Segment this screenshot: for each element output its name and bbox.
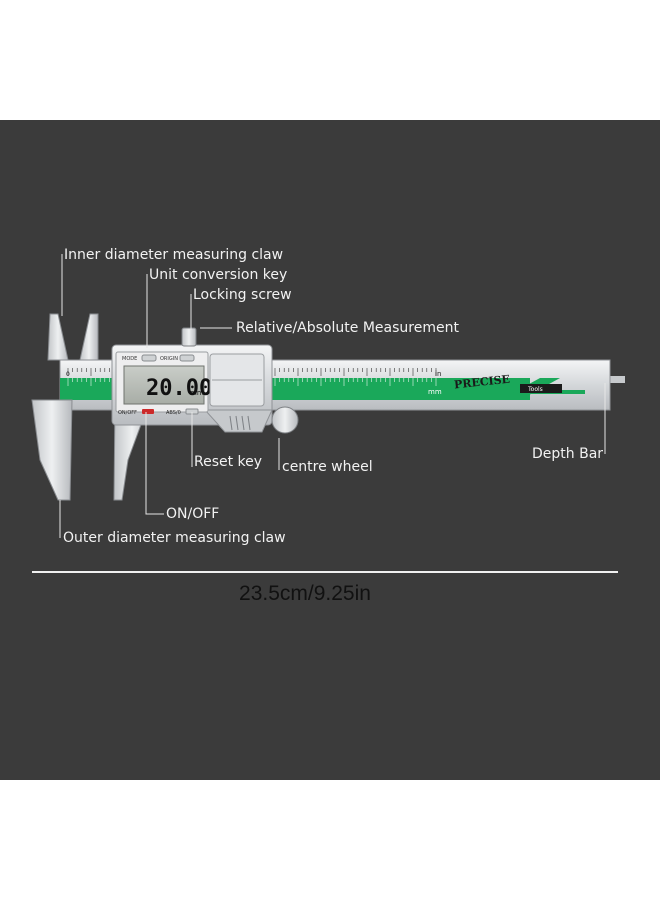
origin-button[interactable] xyxy=(179,354,195,362)
abs-label: ABS/0 xyxy=(166,410,181,416)
lcd-screen xyxy=(123,365,205,405)
brand-tag: Tools xyxy=(527,386,543,393)
thumb-ridges xyxy=(229,415,251,431)
slider-lower xyxy=(203,409,273,433)
label-rel-abs: Relative/Absolute Measurement xyxy=(236,320,459,336)
mode-label: MODE xyxy=(122,356,137,362)
tools-tag xyxy=(520,384,562,393)
onoff-button[interactable] xyxy=(142,409,154,414)
unit-in: in xyxy=(435,370,441,378)
label-locking-screw: Locking screw xyxy=(193,287,292,303)
label-depth-bar: Depth Bar xyxy=(532,446,604,462)
unit-mm: mm xyxy=(428,388,442,396)
label-unit-key: Unit conversion key xyxy=(149,267,288,283)
label-inner-claw: Inner diameter measuring claw xyxy=(64,247,284,263)
diagram-panel: 20.00 mm MODE ORIGIN ON/OFF ABS/0 0 in m… xyxy=(0,120,660,780)
label-on-off: ON/OFF xyxy=(166,506,220,522)
lcd-value: 20.00 xyxy=(146,376,212,401)
lcd-unit: mm xyxy=(190,389,204,397)
label-outer-claw: Outer diameter measuring claw xyxy=(63,530,286,546)
mode-button[interactable] xyxy=(141,354,157,362)
leader-lines xyxy=(59,254,606,538)
scale-zero: 0 xyxy=(66,371,70,378)
dimension-text: 23.5cm/9.25in xyxy=(239,582,371,605)
origin-label: ORIGIN xyxy=(160,356,178,362)
caliper-diagram: 20.00 mm MODE ORIGIN ON/OFF ABS/0 0 in m… xyxy=(31,254,625,573)
inner-claw-fixed xyxy=(47,313,69,361)
brand-name: PRECISE xyxy=(454,373,511,392)
label-reset-key: Reset key xyxy=(194,454,263,470)
locking-screw[interactable] xyxy=(181,327,197,347)
centre-wheel[interactable] xyxy=(271,406,299,434)
outer-claw-fixed xyxy=(31,399,73,501)
inner-claw-sliding xyxy=(79,313,99,361)
label-centre-wheel: centre wheel xyxy=(282,459,373,475)
onoff-label: ON/OFF xyxy=(118,410,137,416)
